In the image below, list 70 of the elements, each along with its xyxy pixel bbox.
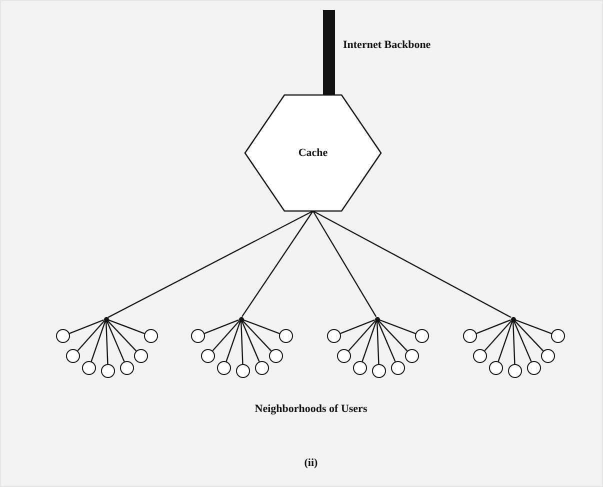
panel-label: (ii) <box>304 457 318 469</box>
connector-line <box>106 321 108 364</box>
connector-line <box>108 210 314 318</box>
user-circle <box>120 361 134 375</box>
user-circle <box>144 329 158 343</box>
hub-dot <box>510 316 516 322</box>
user-circle <box>473 349 487 363</box>
user-circle <box>82 361 96 375</box>
user-circle <box>337 349 351 363</box>
user-circle <box>201 349 215 363</box>
user-circle <box>236 364 250 378</box>
connector-line <box>340 319 375 334</box>
connector-line <box>204 319 239 334</box>
user-circle <box>66 349 80 363</box>
user-circle <box>415 329 429 343</box>
connector-line <box>243 319 280 334</box>
connector-line <box>379 319 416 334</box>
connector-line <box>513 321 532 362</box>
user-circle <box>269 349 283 363</box>
user-circle <box>508 364 522 378</box>
user-circle <box>489 361 503 375</box>
connector-line <box>515 319 552 334</box>
node-label: Cache <box>298 147 328 159</box>
hub-dot <box>104 316 108 322</box>
user-circle <box>405 349 419 363</box>
connector-line <box>242 320 272 352</box>
user-circle <box>255 361 269 375</box>
node-caption: Internet Backbone <box>343 39 431 51</box>
cache-hexagon <box>245 95 381 211</box>
user-circle <box>527 361 541 375</box>
connector-line <box>69 319 104 334</box>
connector-line <box>212 320 240 352</box>
connector-line <box>77 320 105 352</box>
hub-dot <box>238 316 244 322</box>
connector-line <box>312 210 377 317</box>
connector-line <box>378 320 408 352</box>
user-circle <box>353 361 367 375</box>
user-circle <box>134 349 148 363</box>
user-circle <box>372 364 386 378</box>
user-circle <box>56 329 70 343</box>
connector-line <box>348 320 376 352</box>
connector-line <box>514 320 544 352</box>
user-circle <box>101 364 115 378</box>
user-circle <box>217 361 231 375</box>
connector-line <box>476 319 511 334</box>
connector-line <box>107 320 137 352</box>
hub-dot <box>374 316 380 322</box>
connector-line <box>242 210 314 318</box>
connector-line <box>90 321 106 362</box>
connector-line <box>106 321 125 362</box>
connector-line <box>377 321 396 362</box>
backbone-bar <box>323 10 335 96</box>
connector-line <box>108 319 145 334</box>
diagram-label: Neighborhoods of Users <box>254 403 368 415</box>
connector-line <box>226 321 241 362</box>
user-circle <box>551 329 565 343</box>
connector-line <box>484 320 512 352</box>
user-circle <box>279 329 293 343</box>
user-circle <box>541 349 555 363</box>
connector-line <box>240 321 244 364</box>
connector-line <box>312 210 512 318</box>
connector-line <box>241 321 260 362</box>
connector-line <box>376 321 380 364</box>
user-circle <box>391 361 405 375</box>
connector-line <box>512 321 516 364</box>
user-circle <box>327 329 341 343</box>
user-circle <box>191 329 205 343</box>
user-circle <box>463 329 477 343</box>
connector-line <box>498 321 513 362</box>
connector-line <box>362 321 377 362</box>
